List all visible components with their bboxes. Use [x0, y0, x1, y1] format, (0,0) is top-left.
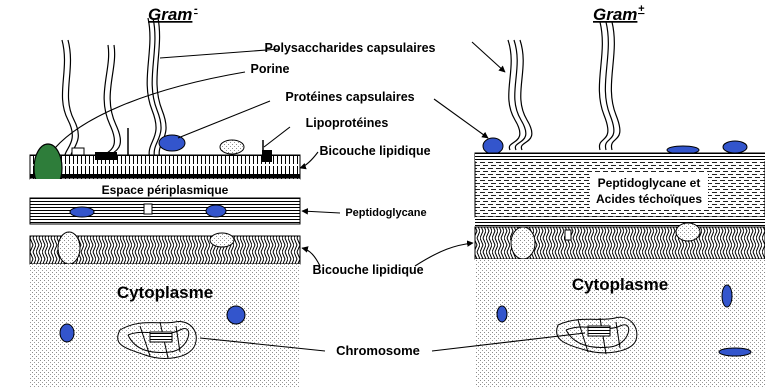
membrane-protein-right-1 [511, 227, 535, 259]
label-cytoplasme-left: Cytoplasme [117, 283, 213, 302]
membrane-protein-right-2 [676, 223, 700, 241]
title-gram-negative-sup: - [194, 3, 198, 15]
polysaccharide-strands-right [508, 22, 620, 150]
membrane-block-2 [262, 150, 272, 162]
pointer-proteins-right [434, 99, 488, 138]
periplasmic-protein-2 [206, 205, 226, 217]
gram-positive-panel: Peptidoglycane et Acides téchoïques Cyto… [475, 22, 765, 387]
label-bicouche-lipidique-bottom: Bicouche lipidique [312, 263, 423, 277]
label-polysaccharides-capsulaires: Polysaccharides capsulaires [265, 41, 436, 55]
label-chromosome: Chromosome [336, 343, 420, 358]
pointer-porine [55, 72, 245, 148]
polysaccharide-strands-left [62, 18, 166, 160]
pointer-polysacc-left [160, 49, 280, 58]
title-gram-positive: Gram + [593, 3, 645, 24]
outer-membrane-left [30, 155, 300, 179]
cytoplasm-protein-right-3 [719, 348, 751, 356]
label-peptidoglycane-et: Peptidoglycane et [598, 176, 701, 190]
capsular-protein-right-1 [483, 138, 503, 154]
pointer-polysacc-right [472, 42, 505, 72]
title-gram-positive-sup: + [638, 3, 645, 15]
pointer-peptidoglycane [302, 211, 340, 213]
label-peptidoglycane: Peptidoglycane [345, 207, 426, 219]
pointer-lipoproteines [264, 127, 290, 147]
label-espace-periplasmique: Espace périplasmique [102, 183, 229, 197]
pointer-bicouche-top [300, 152, 318, 168]
capsular-protein-stippled-left [220, 140, 244, 154]
label-cytoplasme-right: Cytoplasme [572, 275, 668, 294]
inner-membrane-protein-left [58, 232, 80, 264]
label-lipoproteines: Lipoprotéines [306, 116, 389, 130]
membrane-block-1 [95, 152, 117, 160]
cytoplasm-protein-left-2 [227, 306, 245, 324]
pointer-bicouche-bottom-right [415, 243, 473, 266]
title-gram-positive-text: Gram [593, 5, 637, 24]
cytoplasm-protein-right-1 [497, 306, 507, 322]
label-bicouche-lipidique-top: Bicouche lipidique [319, 144, 430, 158]
cytoplasm-protein-right-2 [722, 285, 732, 307]
label-proteines-capsulaires: Protéines capsulaires [285, 90, 414, 104]
label-porine: Porine [251, 62, 290, 76]
cytoplasm-protein-left-1 [60, 324, 74, 342]
periplasmic-protein-1 [70, 207, 94, 217]
label-acides-techoiques: Acides téchoïques [596, 192, 702, 206]
capsular-protein-right-3 [723, 141, 747, 153]
capsular-protein-blue-left [159, 135, 185, 151]
inner-membrane-protein-top-left [210, 233, 234, 247]
pointer-proteins-left [178, 101, 270, 138]
title-gram-negative-text: Gram [148, 5, 192, 24]
title-gram-negative: Gram - [148, 3, 198, 24]
